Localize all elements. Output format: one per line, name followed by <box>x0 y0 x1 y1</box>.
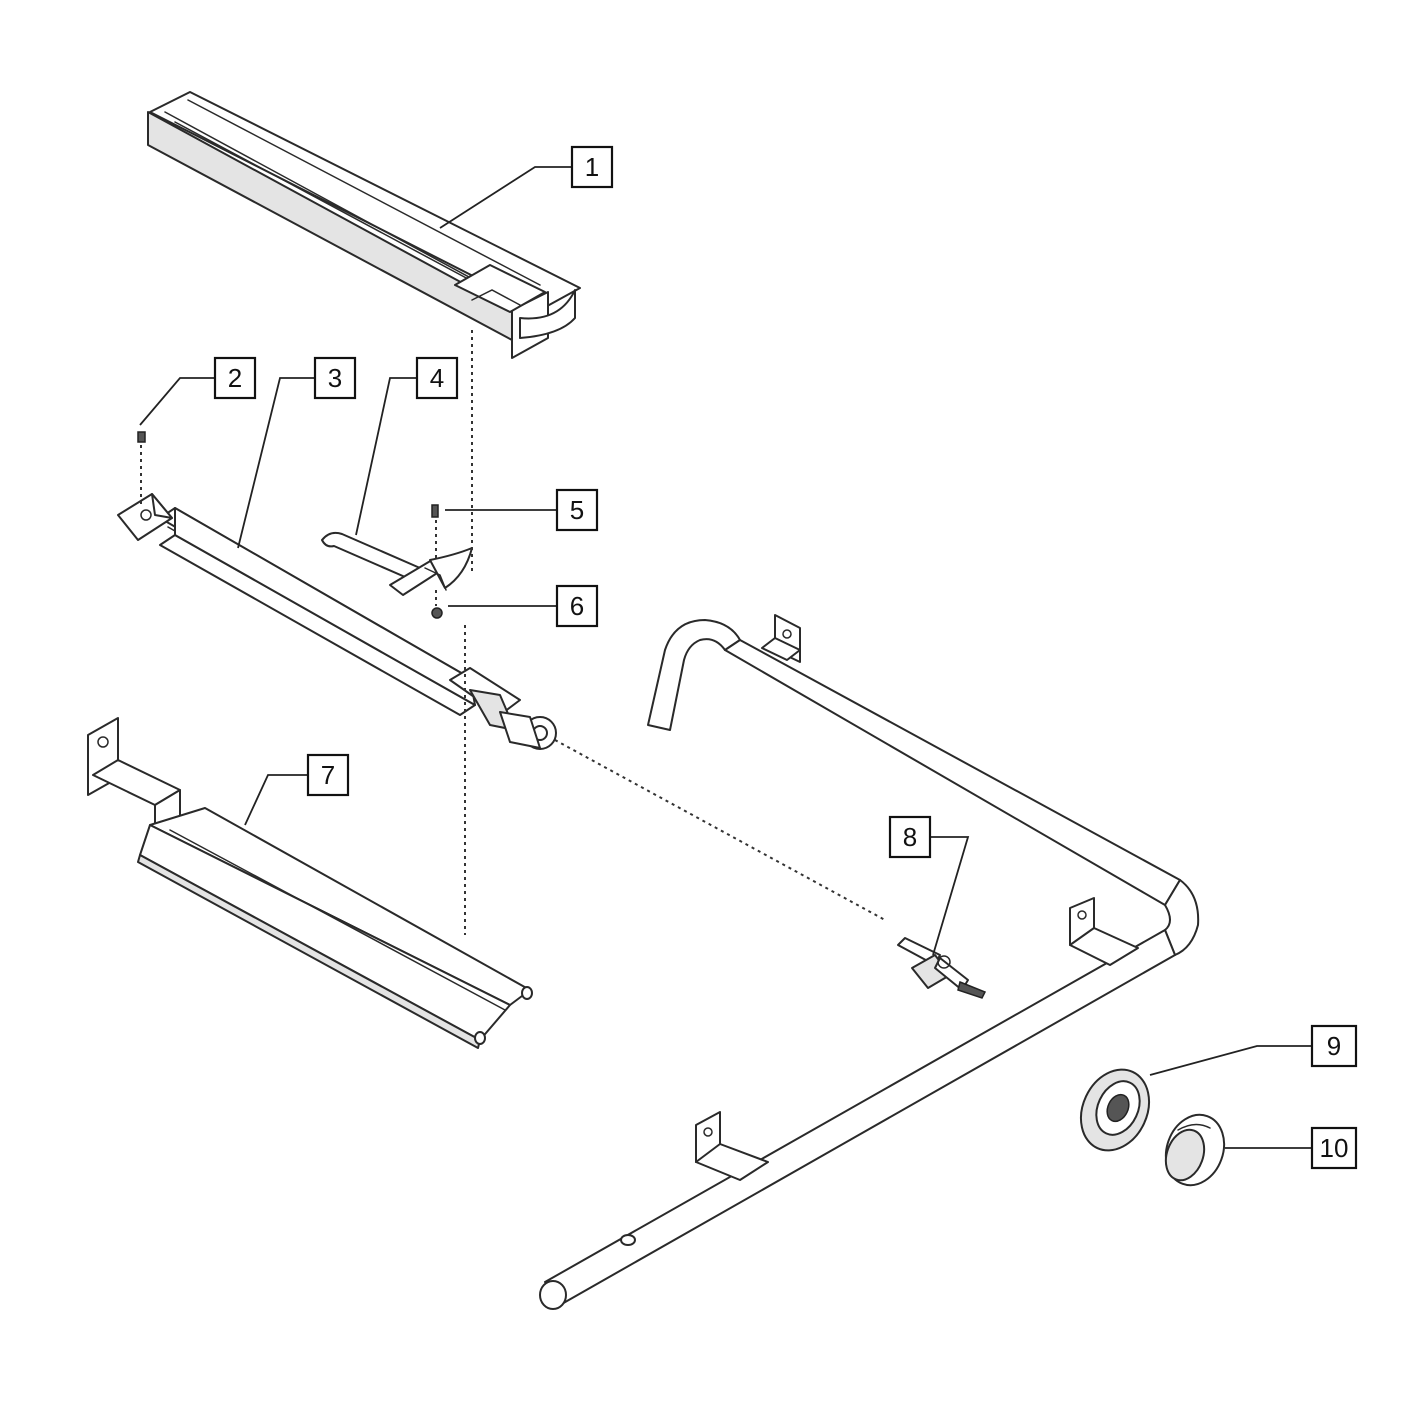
part-8-valve <box>897 937 987 999</box>
callout-4: 4 <box>415 356 459 400</box>
callout-5: 5 <box>555 488 599 532</box>
callout-2: 2 <box>213 356 257 400</box>
callout-3-label: 3 <box>328 363 342 393</box>
callout-6-label: 6 <box>570 591 584 621</box>
callout-8: 8 <box>888 815 932 859</box>
part-2-screw <box>137 431 146 443</box>
callout-6: 6 <box>555 584 599 628</box>
callout-10-label: 10 <box>1320 1133 1349 1163</box>
callout-3: 3 <box>313 356 357 400</box>
callout-1: 1 <box>570 145 614 189</box>
manifold-pipe <box>539 614 1200 1310</box>
assembly-lines <box>140 330 886 935</box>
part-3-burner-tube <box>117 493 557 750</box>
callout-4-label: 4 <box>430 363 444 393</box>
part-7-heat-shield <box>87 717 533 1049</box>
callout-1-label: 1 <box>585 152 599 182</box>
leader-lines <box>139 166 1312 1149</box>
callout-8-label: 8 <box>903 822 917 852</box>
callout-7-label: 7 <box>321 760 335 790</box>
callout-9: 9 <box>1310 1024 1358 1068</box>
part-4-venturi <box>321 531 473 596</box>
callout-5-label: 5 <box>570 495 584 525</box>
part-9-bezel <box>1079 1068 1151 1152</box>
part-10-knob <box>1164 1113 1226 1187</box>
callout-2-label: 2 <box>228 363 242 393</box>
callout-9-label: 9 <box>1327 1031 1341 1061</box>
part-1-burner-channel <box>147 91 581 359</box>
part-5-screw <box>431 504 439 518</box>
callout-10: 10 <box>1310 1126 1358 1170</box>
part-6-nut <box>431 607 443 619</box>
callout-7: 7 <box>306 753 350 797</box>
